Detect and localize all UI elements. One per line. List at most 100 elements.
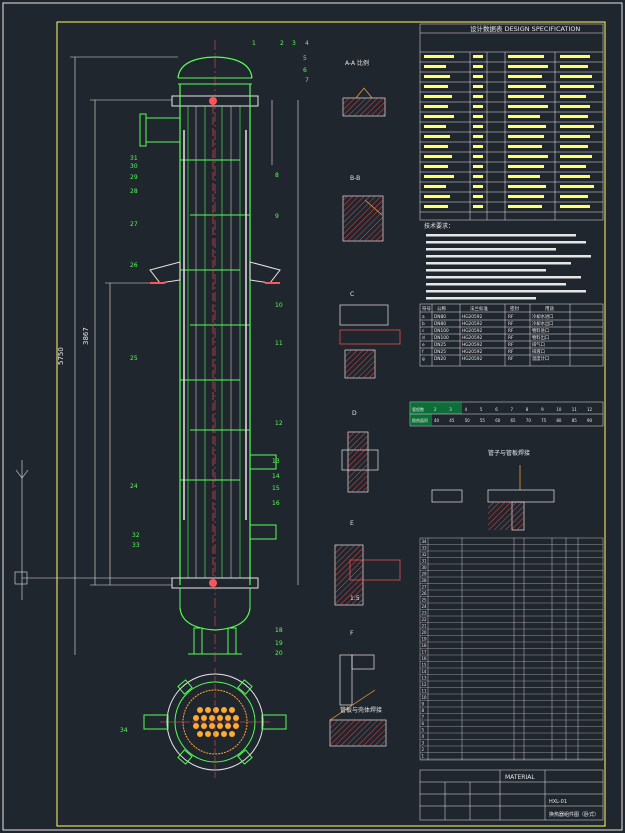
notes-title: 技术要求： [424, 222, 454, 230]
parts-row-number: 32 [422, 552, 428, 557]
parts-row-number: 33 [422, 546, 428, 551]
nozzle-cell: d [422, 335, 425, 341]
green-table-cell: 60 [495, 418, 501, 423]
section-view-tubesheet [143, 668, 287, 778]
svg-text:10: 10 [275, 302, 283, 309]
nozzle-cell: 物料出口 [532, 334, 549, 341]
parts-row-number: 26 [422, 591, 428, 596]
svg-text:4: 4 [305, 40, 309, 47]
green-table-cell: 10 [556, 407, 562, 412]
parts-row-number: 28 [422, 578, 428, 583]
svg-text:33: 33 [132, 542, 140, 549]
title-block [419, 769, 604, 821]
parts-list [419, 537, 604, 761]
green-table-cell: 9 [541, 407, 544, 412]
label-c-detail: C [350, 291, 354, 298]
nozzle-hdr-1: 公称 [437, 305, 446, 312]
svg-text:24: 24 [130, 483, 138, 490]
parts-row-number: 12 [422, 682, 428, 687]
parts-row-number: 21 [422, 624, 428, 629]
svg-text:18: 18 [275, 627, 283, 634]
svg-text:25: 25 [130, 355, 138, 362]
svg-text:19: 19 [275, 640, 283, 647]
green-table-cell: 70 [526, 418, 532, 423]
spec-text-placeholders [424, 55, 594, 208]
green-table-cell: 7 [511, 407, 514, 412]
nozzle-hdr-0: 符号 [422, 305, 431, 312]
nozzle-hdr-4: 用途 [545, 305, 554, 312]
parts-row-number: 7 [422, 715, 425, 720]
parts-list-rows: 3433323130292827262524232221201918171615… [420, 539, 603, 760]
svg-text:30: 30 [130, 163, 138, 170]
material-label: MATERIAL [505, 774, 535, 781]
label-b-detail: B-B [350, 175, 360, 182]
svg-text:20: 20 [275, 650, 283, 657]
nozzle-cell: 排气口 [532, 341, 545, 348]
nozzle-cell: RF [508, 321, 514, 327]
nozzle-cell: 冷却水进口 [532, 313, 553, 320]
svg-text:6: 6 [303, 67, 307, 74]
nozzle-cell: HG20592 [462, 349, 482, 355]
hatch-g [330, 720, 386, 746]
nozzle-cell: HG20592 [462, 342, 482, 348]
svg-text:28: 28 [130, 188, 138, 195]
parts-row-number: 23 [422, 611, 428, 616]
green-table-cell: 40 [434, 418, 440, 423]
label-a-detail: A-A 比例 [345, 59, 369, 67]
label-h-detail: 管子与管板焊接 [488, 449, 530, 457]
green-table-cell: 75 [541, 418, 547, 423]
green-table-cell: 管程数 [412, 406, 424, 412]
parts-row-number: 19 [422, 637, 428, 642]
green-table-cell: 12 [587, 407, 593, 412]
svg-text:15: 15 [272, 485, 280, 492]
parts-row-number: 29 [422, 572, 428, 577]
nozzle-cell: RF [508, 314, 514, 320]
nozzle-cell: 冷却水出口 [532, 320, 553, 327]
vessel-main-view [139, 40, 281, 665]
parts-row-number: 1 [422, 754, 425, 759]
parts-row-number: 27 [422, 585, 428, 590]
design-spec-table [419, 23, 604, 221]
hatch-d [348, 432, 368, 492]
parts-row-number: 9 [422, 702, 425, 707]
svg-text:3: 3 [292, 40, 296, 47]
green-table-cell: 4 [465, 407, 468, 412]
green-table-cell: 80 [556, 418, 562, 423]
nozzle-cell: DN80 [434, 321, 446, 327]
dimension-lines [14, 56, 299, 655]
svg-text:29: 29 [130, 174, 138, 181]
parts-row-number: 24 [422, 604, 428, 609]
parts-row-number: 22 [422, 617, 428, 622]
nozzle-cell: DN25 [434, 342, 446, 348]
svg-text:11: 11 [275, 340, 283, 347]
svg-text:34: 34 [120, 727, 128, 734]
svg-text:8: 8 [275, 172, 279, 179]
svg-text:1: 1 [252, 40, 256, 47]
parts-row-number: 18 [422, 643, 428, 648]
nozzle-cell: DN80 [434, 314, 446, 320]
green-table-cell: 8 [526, 407, 529, 412]
green-table-cell: 50 [465, 418, 471, 423]
nozzle-cell: DN25 [434, 349, 446, 355]
parts-row-number: 20 [422, 630, 428, 635]
nozzle-cell: RF [508, 356, 514, 362]
nozzle-cell: RF [508, 335, 514, 341]
svg-text:31: 31 [130, 155, 138, 162]
green-table-cell: 2 [434, 407, 437, 412]
dim-tube-length: 3867 [82, 327, 90, 345]
parts-row-number: 14 [422, 669, 428, 674]
svg-text:32: 32 [132, 532, 140, 539]
nozzle-cell: HG20592 [462, 335, 482, 341]
parts-row-number: 11 [422, 689, 428, 694]
nozzle-cell: HG20592 [462, 328, 482, 334]
green-table-cell: 90 [587, 418, 593, 423]
green-table-cell: 11 [572, 407, 578, 412]
parts-row-number: 10 [422, 695, 428, 700]
nozzle-cell: DN20 [434, 356, 446, 362]
svg-text:27: 27 [130, 221, 138, 228]
green-table-cell: 85 [572, 418, 578, 423]
nozzle-cell: f [422, 349, 424, 355]
label-e-detail: E [350, 520, 354, 527]
